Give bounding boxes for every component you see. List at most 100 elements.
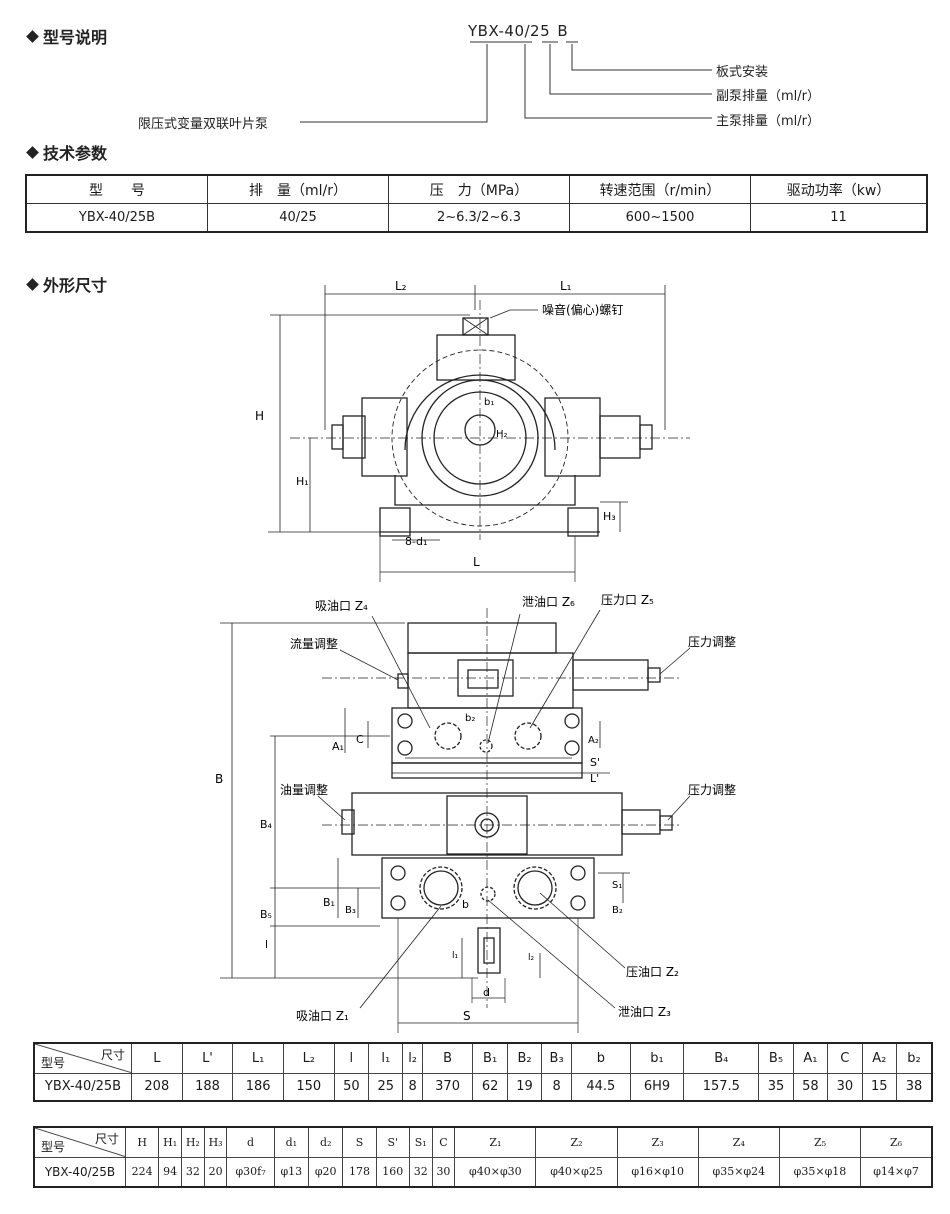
t1-header: B [421,1042,474,1074]
t1-header: L [131,1042,183,1074]
diagonal-line-icon [35,1128,125,1157]
t1-header: A₁ [792,1042,829,1074]
t1-header: C [827,1042,863,1074]
front-view-drawing: L₂ L₁ H H₁ H₂ H₃ b₁ 8-d₁ L 噪音(偏心)螺钉 [255,279,690,582]
dim-S1-label: S₁ [612,880,622,891]
section-spec-heading: 技术参数 [26,140,107,164]
t1-cell: 150 [282,1072,335,1102]
t2-header: H₂ [181,1126,205,1158]
t1-header: b [570,1042,631,1074]
t1-cell: 15 [861,1072,897,1102]
t2-cell: φ30f₇ [226,1156,275,1188]
dim-L-label: L [473,555,480,569]
t2-header: S₁ [408,1126,433,1158]
pressure-adjust-lower-label: 压力调整 [688,782,736,797]
section-model-heading: 型号说明 [26,24,108,48]
spec-table-header-row: 型 号 排 量（ml/r） 压 力（MPa） 转速范围（r/min） 驱动功率（… [25,174,928,204]
spec-header-power: 驱动功率（kw） [750,174,928,204]
dim-L2-label: L₂ [395,279,407,293]
t2-cell: φ14×φ7 [860,1156,933,1188]
t2-cell: φ40×φ25 [535,1156,618,1188]
section-dims-title: 外形尺寸 [43,276,108,295]
dims-table-2: 尺寸 型号 H H₁ H₂ H₃ d d₁ d₂ S S' S₁ C Z₁ Z₂… [33,1126,933,1188]
model-code: YBX-40/25 B [468,22,568,40]
dim-A2-label: A₂ [588,735,599,746]
top-view-drawing: 吸油口 Z₄ 泄油口 Z₆ 压力口 Z₅ 流量调整 压力调整 油量调整 压力调整… [215,593,736,1033]
dim-C-label: C [356,733,364,746]
t1-cell: 186 [232,1072,284,1102]
flow-adjust-label: 流量调整 [290,636,338,651]
dims-table-2-header-row: 尺寸 型号 H H₁ H₂ H₃ d d₁ d₂ S S' S₁ C Z₁ Z₂… [33,1126,933,1158]
t1-header: B₅ [758,1042,794,1074]
explain-pump-type: 限压式变量双联叶片泵 [138,117,269,132]
t1-header: L₂ [282,1042,335,1074]
t1-header: l₁ [368,1042,404,1074]
port-z1-label: 吸油口 Z₁ [296,1009,349,1023]
t2-header: d [226,1126,275,1158]
t2-cell: 20 [203,1156,228,1188]
explain-mount: 板式安装 [716,65,769,80]
dim-l1-label: l₁ [452,951,459,961]
t2-row-label: YBX-40/25B [33,1156,126,1188]
spec-header-displacement: 排 量（ml/r） [207,174,389,204]
dims-table-1: 尺寸 型号 L L' L₁ L₂ l l₁ l₂ B B₁ B₂ B₃ b b₁… [33,1042,933,1102]
port-z2-label: 压油口 Z₂ [626,965,679,979]
t2-cell: φ35×φ18 [778,1156,862,1188]
oil-adjust-label: 油量调整 [280,782,328,797]
t1-cell: 50 [333,1072,370,1102]
t1-header: l [333,1042,370,1074]
spec-cell-displacement: 40/25 [207,203,389,233]
spec-header-speed: 转速范围（r/min） [569,174,751,204]
dim-B5-label: B₅ [260,908,272,921]
spec-table-row: YBX-40/25B 40/25 2~6.3/2~6.3 600~1500 11 [25,203,928,233]
t1-header: L' [181,1042,234,1074]
dim-b2-label: b₂ [465,713,475,724]
t1-cell: 208 [131,1072,183,1102]
port-z6-label: 泄油口 Z₆ [522,595,575,609]
t1-header: b₂ [895,1042,933,1074]
t2-header: S' [375,1126,410,1158]
t2-header: Z₂ [535,1126,618,1158]
explain-main-pump: 主泵排量（ml/r） [716,114,821,129]
t1-cell: 8 [402,1072,423,1102]
diamond-bullet-icon [26,146,39,159]
t2-cell: 32 [408,1156,433,1188]
model-code-suffix: B [557,22,569,40]
port-z3-label: 泄油口 Z₃ [618,1005,671,1019]
dim-L-prime-label: L' [590,772,599,785]
corner-top-label: 尺寸 [100,1048,125,1062]
t1-header: L₁ [232,1042,284,1074]
t2-header: H [124,1126,160,1158]
dim-H3-label: H₃ [603,510,616,523]
t2-cell: 94 [158,1156,182,1188]
t1-cell: 44.5 [570,1072,631,1102]
dim-H1-label: H₁ [296,475,309,488]
dim-l2-label: l₂ [528,953,535,963]
t2-header: d₁ [273,1126,309,1158]
t2-header: Z₁ [454,1126,537,1158]
dim-d-label: d [483,986,490,999]
dim-B1-label: B₁ [323,896,335,909]
spec-cell-power: 11 [750,203,928,233]
t1-cell: 188 [181,1072,234,1102]
dim-l-label: l [265,938,268,951]
dim-B3-label: B₃ [345,905,356,916]
t1-cell: 38 [895,1072,933,1102]
t1-cell: 8 [541,1072,572,1102]
spec-cell-model: YBX-40/25B [25,203,208,233]
dim-d1-label: 8-d₁ [405,535,427,548]
t1-header: A₂ [861,1042,897,1074]
t2-header: Z₃ [616,1126,699,1158]
spec-cell-pressure: 2~6.3/2~6.3 [388,203,570,233]
t2-cell: φ40×φ30 [454,1156,537,1188]
section-model-title: 型号说明 [43,28,108,47]
t2-header: C [431,1126,456,1158]
dim-B2-label: B₂ [612,905,623,916]
t2-cell: 32 [181,1156,205,1188]
model-explain-lines [300,41,712,123]
t2-header: S [342,1126,377,1158]
dim-S-prime-label: S' [590,756,600,769]
t1-header: b₁ [629,1042,685,1074]
t2-header: H₃ [203,1126,228,1158]
explain-aux-pump: 副泵排量（ml/r） [716,89,821,104]
